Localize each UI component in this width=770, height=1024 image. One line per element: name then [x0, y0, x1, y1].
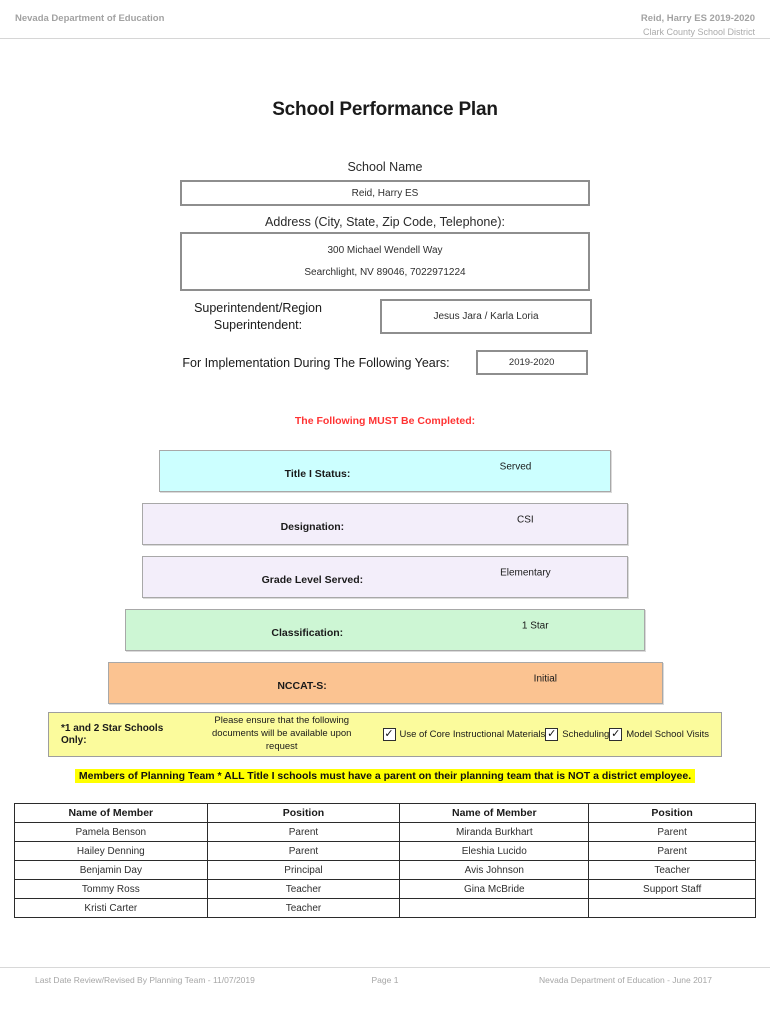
table-cell[interactable]: Eleshia Lucido — [399, 841, 590, 861]
checkbox-icon[interactable]: ✓ — [545, 728, 559, 741]
superintendent-label: Superintendent/Region Superintendent: — [194, 301, 322, 332]
table-cell[interactable]: Hailey Denning — [14, 841, 208, 861]
table-cell[interactable]: Teacher — [588, 860, 756, 880]
superintendent-row: Superintendent/Region Superintendent: Je… — [0, 299, 770, 334]
table-cell[interactable]: Principal — [206, 860, 401, 880]
table-cell[interactable]: Teacher — [206, 898, 401, 918]
star-schools-note: Please ensure that the following documen… — [212, 715, 352, 752]
page-header: Nevada Department of Education Reid, Har… — [15, 13, 755, 37]
status-bar-title-i-status: Title I Status: Served — [159, 450, 611, 492]
status-bar-label: Classification: — [271, 627, 344, 640]
header-department: Nevada Department of Education — [15, 13, 165, 24]
header-school-year: Reid, Harry ES 2019-2020 — [640, 13, 755, 24]
star-schools-checkboxes: ✓Use of Core Instructional Materials✓Sch… — [382, 728, 709, 741]
footer-revision-date: Last Date Review/Revised By Planning Tea… — [35, 975, 255, 985]
table-cell[interactable]: Miranda Burkhart — [399, 822, 590, 842]
table-cell[interactable] — [588, 898, 756, 918]
school-name-label: School Name — [347, 160, 423, 174]
status-bar-label: Title I Status: — [284, 468, 351, 481]
status-bar-value[interactable]: 1 Star — [521, 620, 549, 632]
implementation-years-value: 2019-2020 — [508, 357, 555, 368]
table-header-cell: Name of Member — [399, 803, 590, 823]
table-cell[interactable]: Gina McBride — [399, 879, 590, 899]
address-input[interactable]: 300 Michael Wendell Way Searchlight, NV … — [180, 232, 590, 291]
address-label: Address (City, State, Zip Code, Telephon… — [265, 215, 505, 229]
checkbox-label: Scheduling — [562, 729, 610, 740]
table-cell[interactable]: Tommy Ross — [14, 879, 208, 899]
status-bar-label: Designation: — [280, 521, 345, 534]
address-line2: Searchlight, NV 89046, 7022971224 — [304, 267, 466, 278]
implementation-label: For Implementation During The Following … — [182, 355, 450, 370]
form-section: School Name Reid, Harry ES Address (City… — [0, 160, 770, 375]
table-header-cell: Position — [588, 803, 756, 823]
table-cell[interactable]: Parent — [588, 841, 756, 861]
superintendent-value: Jesus Jara / Karla Loria — [433, 311, 539, 322]
header-district: Clark County School District — [642, 27, 755, 37]
table-cell[interactable]: Teacher — [206, 879, 401, 899]
implementation-row: For Implementation During The Following … — [0, 350, 770, 375]
status-bar-value[interactable]: Initial — [533, 673, 558, 685]
status-bar-label: Grade Level Served: — [261, 574, 364, 587]
page-footer: Last Date Review/Revised By Planning Tea… — [0, 967, 770, 985]
school-name-input[interactable]: Reid, Harry ES — [180, 180, 590, 206]
status-bar-value[interactable]: CSI — [517, 514, 534, 526]
checkbox-item-scheduling: ✓Scheduling — [545, 728, 609, 741]
checkbox-label: Model School Visits — [626, 729, 709, 740]
address-line1: 300 Michael Wendell Way — [327, 245, 443, 256]
star-schools-label: *1 and 2 Star Schools Only: — [61, 722, 164, 746]
status-bar-value[interactable]: Elementary — [500, 567, 551, 579]
table-cell[interactable]: Parent — [206, 822, 401, 842]
header-right: Reid, Harry ES 2019-2020 Clark County Sc… — [641, 13, 755, 37]
status-bar-grade-level-served: Grade Level Served: Elementary — [142, 556, 628, 598]
checkbox-label: Use of Core Instructional Materials — [399, 729, 546, 740]
star-schools-box: *1 and 2 Star Schools Only: Please ensur… — [48, 712, 722, 757]
table-cell[interactable]: Parent — [588, 822, 756, 842]
table-cell[interactable]: Support Staff — [588, 879, 756, 899]
table-header-cell: Position — [206, 803, 401, 823]
status-bar-label: NCCAT-S: — [277, 680, 327, 693]
table-cell[interactable]: Parent — [206, 841, 401, 861]
footer-department: Nevada Department of Education - June 20… — [539, 975, 712, 985]
superintendent-input[interactable]: Jesus Jara / Karla Loria — [380, 299, 592, 334]
status-bar-value[interactable]: Served — [499, 461, 532, 473]
table-cell[interactable] — [399, 898, 590, 918]
must-complete-notice: The Following MUST Be Completed: — [294, 415, 476, 427]
table-cell[interactable]: Kristi Carter — [14, 898, 208, 918]
header-divider — [0, 38, 770, 39]
status-bar-classification: Classification: 1 Star — [125, 609, 645, 651]
status-bar-nccat-s: NCCAT-S: Initial — [107, 662, 663, 704]
planning-team-notice-text: Members of Planning Team * ALL Title I s… — [74, 769, 696, 783]
table-cell[interactable]: Pamela Benson — [14, 822, 208, 842]
table-header-cell: Name of Member — [14, 803, 208, 823]
planning-team-notice: Members of Planning Team * ALL Title I s… — [0, 766, 770, 784]
checkbox-icon[interactable]: ✓ — [609, 728, 623, 741]
checkbox-item-model-school-visits: ✓Model School Visits — [609, 728, 709, 741]
status-bar-designation: Designation: CSI — [142, 503, 628, 545]
table-cell[interactable]: Avis Johnson — [399, 860, 590, 880]
implementation-years-input[interactable]: 2019-2020 — [475, 350, 588, 375]
checkbox-icon[interactable]: ✓ — [382, 728, 396, 741]
table-cell[interactable]: Benjamin Day — [14, 860, 208, 880]
checkbox-item-use-of-core-instructional-materials: ✓Use of Core Instructional Materials — [382, 728, 546, 741]
page-title: School Performance Plan — [272, 99, 498, 120]
school-name-value: Reid, Harry ES — [351, 187, 419, 199]
